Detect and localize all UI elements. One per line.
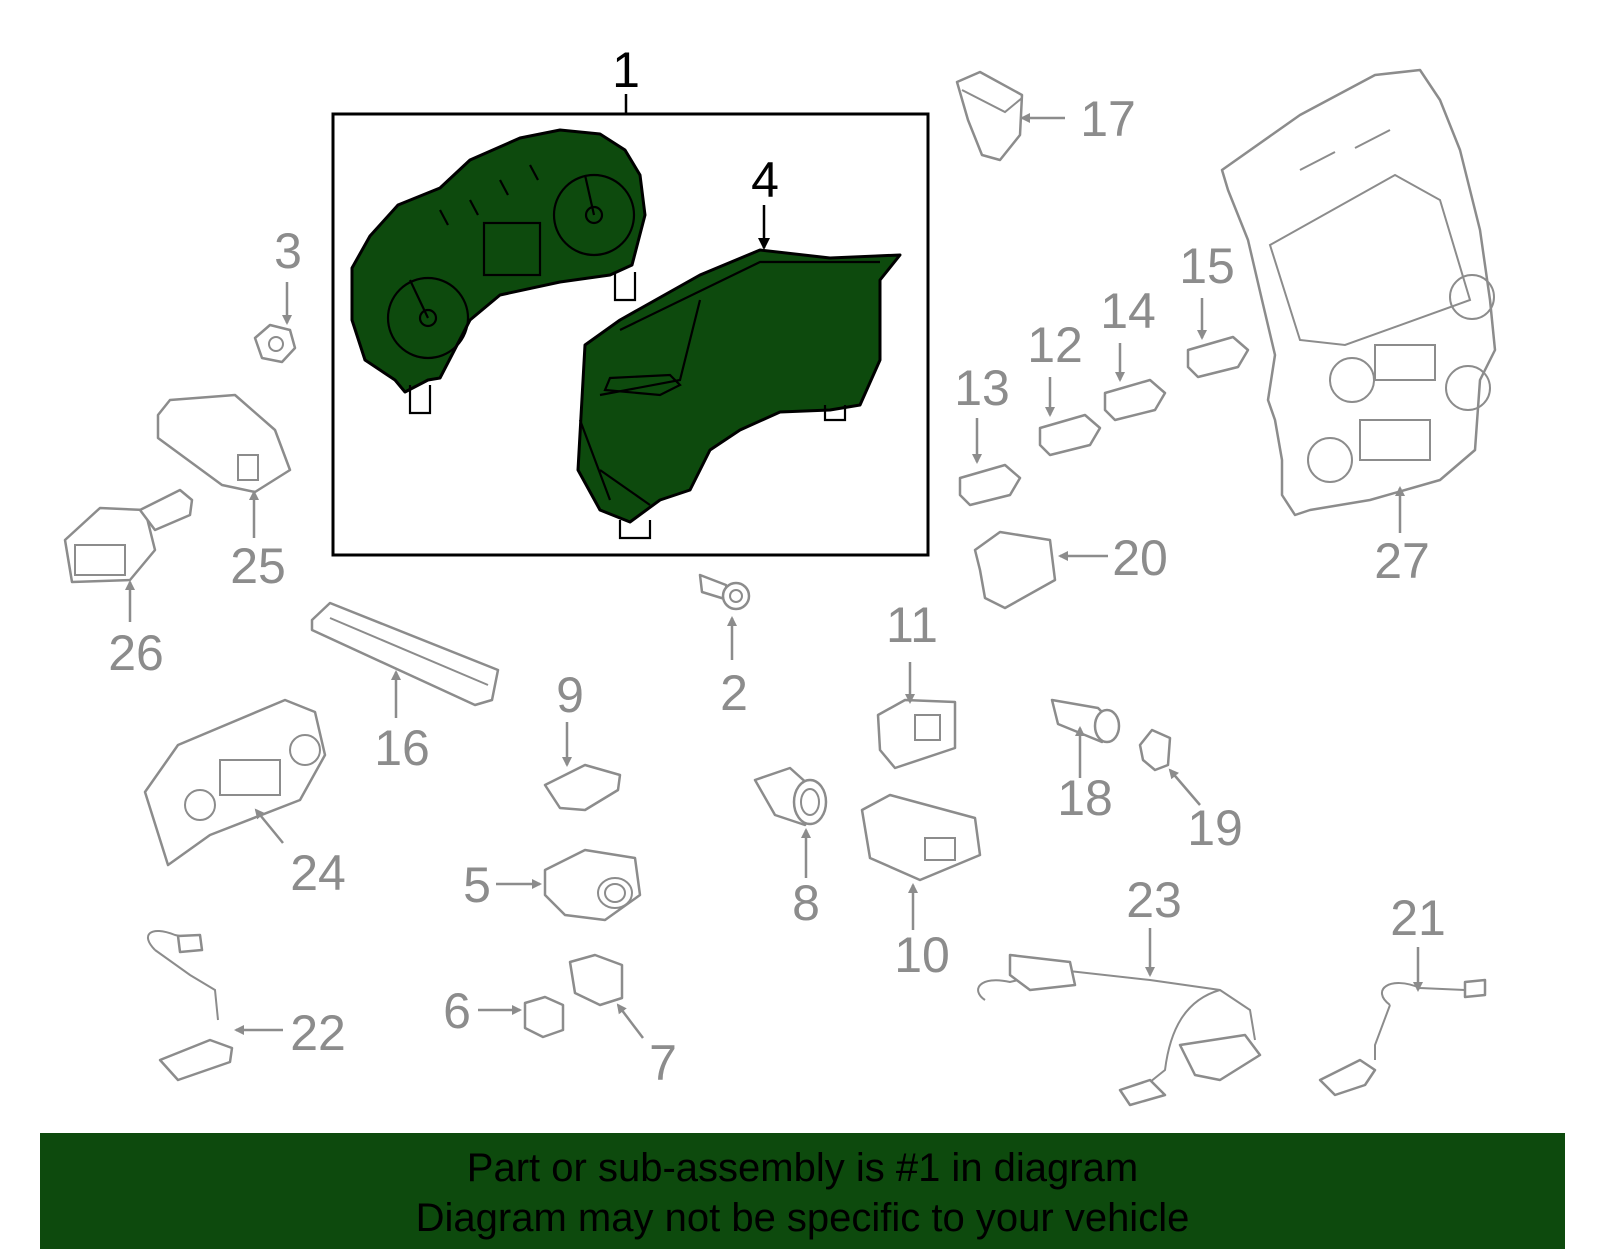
callout-4: 4 (751, 152, 779, 208)
callout-2: 2 (720, 665, 748, 721)
callout-11: 11 (886, 597, 938, 653)
part-26-sensor[interactable]: 26 (63, 488, 194, 681)
callout-25: 25 (230, 538, 286, 594)
part-23-harness[interactable]: 23 (977, 872, 1262, 1107)
callout-27: 27 (1374, 533, 1430, 589)
part-25-connector[interactable]: 25 (156, 393, 292, 594)
callout-26: 26 (108, 625, 164, 681)
part-19-clip[interactable]: 19 (1138, 728, 1243, 856)
banner-line-1: Part or sub-assembly is #1 in diagram (466, 1146, 1139, 1190)
part-7-bracket[interactable]: 7 (568, 953, 677, 1091)
part-2-screw[interactable]: 2 (698, 573, 751, 721)
part-3-nut[interactable]: 3 (253, 223, 302, 364)
callout-8: 8 (792, 875, 820, 931)
part-17-switch[interactable]: 17 (955, 70, 1136, 162)
part-20-panel[interactable]: 20 (973, 530, 1168, 610)
cluster-housing-part[interactable] (576, 248, 902, 540)
cluster-assembly-group[interactable]: 1 4 (331, 42, 930, 557)
part-8-socket[interactable]: 8 (753, 766, 828, 931)
callout-3: 3 (274, 223, 302, 279)
part-5-switch[interactable]: 5 (463, 848, 642, 922)
callout-21: 21 (1390, 890, 1446, 946)
part-27-center-bezel[interactable]: 27 (1220, 68, 1497, 589)
part-11-module[interactable]: 11 (876, 597, 957, 770)
part-14-switch[interactable]: 14 (1100, 283, 1167, 422)
callout-23: 23 (1126, 872, 1182, 928)
callout-20: 20 (1112, 530, 1168, 586)
callout-6: 6 (443, 983, 471, 1039)
callout-10: 10 (894, 927, 950, 983)
banner-line-2: Diagram may not be specific to your vehi… (415, 1196, 1190, 1240)
callout-14: 14 (1100, 283, 1156, 339)
callout-17: 17 (1080, 91, 1136, 147)
callout-5: 5 (463, 857, 491, 913)
part-9-bezel[interactable]: 9 (543, 667, 622, 812)
part-16-trim[interactable]: 16 (310, 601, 500, 776)
part-18-knob[interactable]: 18 (1050, 698, 1121, 826)
callout-12: 12 (1027, 317, 1083, 373)
callout-22: 22 (290, 1005, 346, 1061)
instrument-cluster-part[interactable] (350, 128, 647, 415)
part-12-switch[interactable]: 12 (1027, 317, 1102, 457)
part-21-harness[interactable]: 21 (1318, 890, 1487, 1097)
callout-18: 18 (1057, 770, 1113, 826)
assembly-box (331, 112, 930, 557)
part-13-switch[interactable]: 13 (954, 360, 1022, 507)
part-6-clip[interactable]: 6 (443, 983, 565, 1039)
part-10-usb-hub[interactable]: 10 (860, 793, 982, 983)
callout-19: 19 (1187, 800, 1243, 856)
callout-13: 13 (954, 360, 1010, 416)
info-banner: Part or sub-assembly is #1 in diagram Di… (40, 1133, 1565, 1249)
callout-1: 1 (612, 42, 640, 98)
callout-24: 24 (290, 845, 346, 901)
callout-15: 15 (1179, 238, 1235, 294)
callout-7: 7 (649, 1035, 677, 1091)
part-22-harness[interactable]: 22 (147, 930, 346, 1082)
part-24-climate-control[interactable]: 24 (143, 698, 346, 901)
callout-9: 9 (556, 667, 584, 723)
part-15-switch[interactable]: 15 (1179, 238, 1250, 379)
callout-16: 16 (374, 720, 430, 776)
